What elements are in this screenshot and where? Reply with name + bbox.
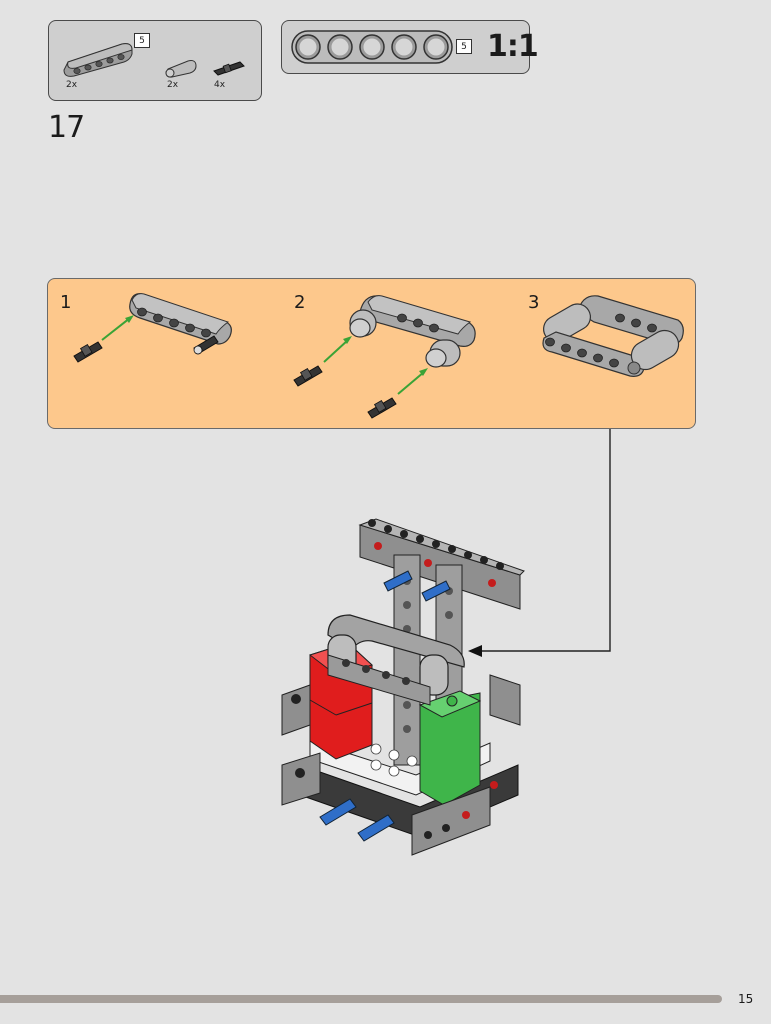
beam-length-badge: 5: [134, 33, 150, 48]
axle-pin-icon: [213, 61, 245, 76]
axle-pin-qty: 4x: [214, 80, 226, 90]
substep-3-number: 3: [528, 292, 540, 313]
substep-3-illustration: [542, 295, 684, 377]
substep-1-illustration: [73, 293, 232, 363]
scale-length-badge: 5: [456, 39, 472, 54]
scale-label: 1:1: [487, 29, 539, 64]
beam-1to1-icon: [291, 30, 453, 64]
page-progress-bar: [0, 995, 722, 1003]
page-number: 15: [738, 992, 754, 1006]
beam-5-icon: [63, 43, 133, 77]
beam-qty: 2x: [66, 80, 78, 90]
step-number: 17: [48, 110, 85, 145]
axle-pin-icon: [73, 341, 103, 363]
main-model-illustration: [281, 518, 525, 856]
pin-tube-icon: [165, 60, 197, 78]
axle-pin-icon: [193, 335, 219, 355]
substep-2-number: 2: [294, 292, 306, 313]
substep-1-number: 1: [60, 292, 72, 313]
pin-tube-qty: 2x: [167, 80, 179, 90]
substep-2-illustration: [293, 295, 476, 419]
